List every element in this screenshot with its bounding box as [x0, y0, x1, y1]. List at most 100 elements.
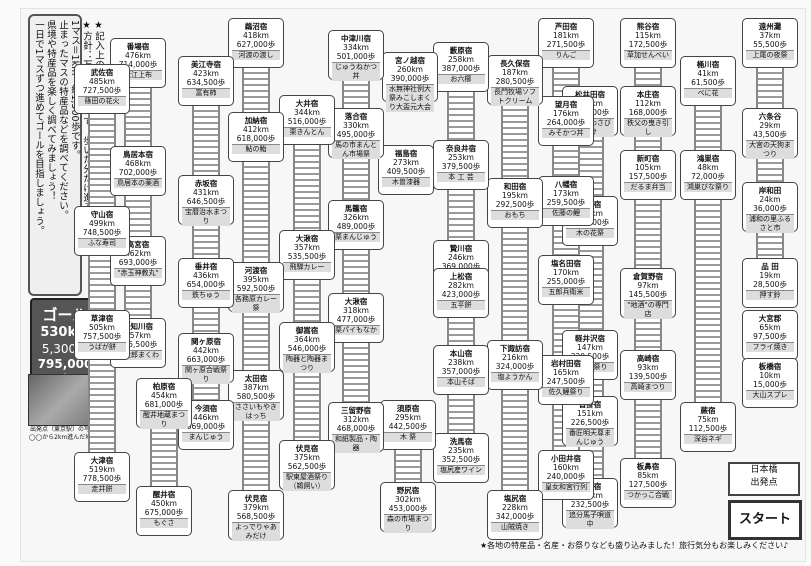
square-steps: 36,000歩 [743, 204, 797, 213]
square-steps: 247,500歩 [539, 377, 593, 386]
square-steps: 453,000歩 [381, 504, 435, 513]
track-ladder [242, 162, 270, 262]
square-tag: 栗パイもなか [332, 325, 380, 335]
square-tag: 栗まんじゅう [332, 232, 380, 242]
board-square: 野尻宿302km453,000歩森の市場まつり [380, 482, 436, 532]
square-km: 330km [329, 121, 383, 130]
square-name: 醒井宿 [137, 490, 191, 499]
square-steps: 654,000歩 [179, 280, 233, 289]
square-km: 181km [539, 31, 593, 40]
nihonbashi-label: 日本橋 [730, 464, 798, 477]
square-km: 41km [681, 69, 735, 78]
square-tag: 富有柿 [182, 88, 230, 98]
square-steps: 127,500歩 [621, 480, 675, 489]
board-square: 本山宿238km357,000歩本山そば [433, 345, 489, 395]
square-tag: 草加せんべい [624, 50, 672, 60]
board-square: 桶川宿41km61,500歩べに花 [680, 56, 736, 106]
square-km: 499km [75, 219, 129, 228]
square-name: 鴻巣宿 [681, 154, 735, 163]
square-name: 和田宿 [488, 182, 542, 191]
board-square: 加納宿412km618,000歩鮎の鮨 [228, 112, 284, 162]
square-km: 19km [743, 271, 797, 280]
square-km: 357km [280, 243, 334, 252]
square-tag: お六櫛 [437, 74, 485, 84]
square-km: 165km [539, 368, 593, 377]
square-steps: 468,000歩 [329, 424, 383, 433]
track-ladder [756, 68, 784, 108]
square-km: 151km [563, 409, 617, 418]
track-ladder [694, 200, 722, 402]
square-km: 75km [681, 415, 735, 424]
square-name: 八幡宿 [539, 180, 593, 189]
square-name: 御嵩宿 [280, 326, 334, 335]
square-name: 本庄宿 [621, 90, 675, 99]
square-km: 10km [743, 371, 797, 380]
square-name: 大湫宿 [329, 297, 383, 306]
square-tag: 佐久鯉祭り [542, 387, 590, 397]
square-tag: 大山スプレ [746, 390, 794, 400]
track-ladder [634, 318, 662, 350]
square-steps: 663,000歩 [179, 355, 233, 364]
square-tag: じゅうねかつ丼 [332, 62, 380, 81]
square-tag: 本 工 芸 [437, 172, 485, 182]
board-square: 本庄宿112km168,000歩秩父の曳き引し [620, 86, 676, 136]
square-tag: 山賊焼き [491, 522, 539, 532]
square-steps: 55,500歩 [743, 40, 797, 49]
board-square: 醒井宿450km675,000歩もぐさ [136, 486, 192, 536]
square-tag: 各務原カレー祭 [232, 294, 280, 313]
track-ladder [293, 372, 321, 440]
track-ladder [88, 360, 116, 452]
square-km: 431km [179, 188, 233, 197]
square-steps: 618,000歩 [229, 134, 283, 143]
square-steps: 259,500歩 [539, 198, 593, 207]
square-km: 112km [621, 99, 675, 108]
square-steps: 675,000歩 [137, 508, 191, 517]
track-ladder [552, 146, 580, 176]
square-steps: 264,000歩 [539, 118, 593, 127]
square-steps: 727,500歩 [75, 86, 129, 95]
square-km: 450km [137, 499, 191, 508]
footer-note: ★各地の特産品・名産・お祭りなども盛り込みました！旅行気分もお楽しみください♪ [480, 540, 788, 551]
board-square: 福島宿273km409,500歩木曽漆器 [378, 145, 434, 195]
square-km: 170km [539, 268, 593, 277]
square-name: 鵜沼宿 [229, 22, 283, 31]
square-steps: 72,000歩 [681, 172, 735, 181]
square-steps: 255,000歩 [539, 277, 593, 286]
track-ladder [634, 200, 662, 268]
board-square: 芦田宿181km271,500歩りんご [538, 18, 594, 68]
track-ladder [756, 232, 784, 258]
square-km: 326km [329, 213, 383, 222]
square-km: 65km [743, 323, 797, 332]
square-name: 関ヶ原宿 [179, 337, 233, 346]
square-tag: 鳥居本の薬酒 [114, 178, 162, 188]
track-ladder [192, 383, 220, 400]
square-km: 176km [539, 109, 593, 118]
square-name: 鳥居本宿 [111, 150, 165, 159]
board-square: 鵜沼宿418km627,000歩河渡の渡し [228, 18, 284, 68]
square-steps: 379,500歩 [434, 162, 488, 171]
board-square: 伏見宿375km562,500歩駅東屋酒祭り（鵜飼い） [279, 440, 335, 490]
square-name: 塩尻宿 [488, 494, 542, 503]
square-steps: 568,500歩 [229, 512, 283, 521]
board-square: 和田宿195km292,500歩おもち [487, 178, 543, 228]
track-ladder [447, 190, 475, 240]
square-tag: 鮎の鮨 [232, 144, 280, 154]
square-tag: つかっこ合戦 [624, 490, 672, 500]
board-square: 大湫宿357km535,500歩飛騨カレー [279, 230, 335, 280]
square-tag: 塩尻産ワイン [437, 465, 485, 475]
track-ladder [634, 400, 662, 458]
square-steps: 172,500歩 [621, 40, 675, 49]
board-square: 柏原宿454km681,000歩醒井地蔵まつり [136, 378, 192, 428]
square-steps: 423,000歩 [434, 290, 488, 299]
square-km: 318km [329, 306, 383, 315]
nihonbashi-box: 日本橋 出発点 [728, 462, 800, 496]
square-name: 草津宿 [75, 314, 129, 323]
square-name: 長久保宿 [488, 59, 542, 68]
square-tag: りんご [542, 50, 590, 60]
board-square: 奈良井宿253km379,500歩本 工 芸 [433, 140, 489, 190]
square-steps: 232,500歩 [563, 500, 617, 509]
